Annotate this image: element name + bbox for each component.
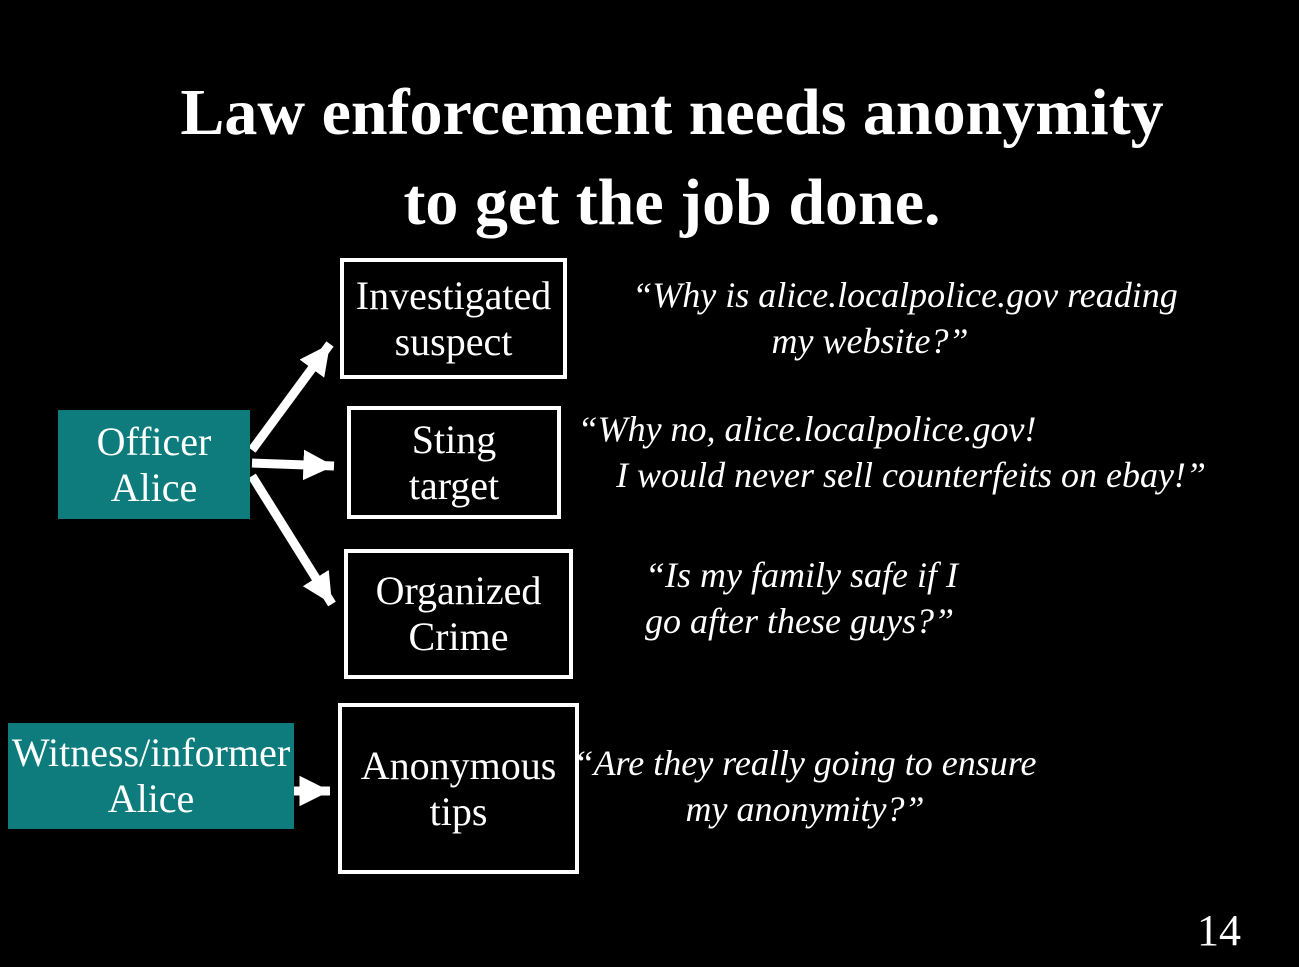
target-box-organized-crime: Organized Crime	[344, 549, 573, 679]
quote-line-1: “Why no, alice.localpolice.gov!	[577, 409, 1037, 449]
quote-line-2: my anonymity?”	[685, 789, 925, 829]
quote-line-2: I would never sell counterfeits on ebay!…	[616, 455, 1206, 495]
quote-line-1: “Why is alice.localpolice.gov reading	[632, 275, 1178, 315]
arrow-officer-to-organized-crime	[248, 473, 336, 607]
quote-sting-target: “Why no, alice.localpolice.gov! I would …	[561, 406, 1261, 498]
actor-label-line-2: Alice	[110, 464, 198, 510]
target-label-line-1: Organized	[375, 568, 542, 613]
target-label-line-1: Sting	[411, 416, 497, 462]
actor-label-line-2: Alice	[107, 776, 195, 821]
page-number: 14	[1197, 906, 1241, 955]
quote-line-2: go after these guys?”	[645, 601, 954, 641]
target-box-investigated-suspect: Investigated suspect	[340, 258, 567, 379]
title-line-1: Law enforcement needs anonymity	[180, 76, 1164, 149]
actor-label-line-1: Officer	[96, 418, 212, 464]
target-label-line-1: Anonymous	[360, 742, 557, 788]
quote-line-1: “Is my family safe if I	[645, 555, 958, 595]
actor-box-officer-alice: Officer Alice	[58, 410, 250, 519]
target-label-line-2: target	[408, 462, 500, 508]
quote-line-2: my website?”	[771, 321, 969, 361]
target-label-line-2: Crime	[408, 614, 509, 659]
quote-anonymous-tips: “Are they really going to ensure my anon…	[545, 740, 1065, 832]
arrow-officer-to-sting-target	[251, 449, 335, 481]
slide-title: Law enforcement needs anonymity to get t…	[45, 68, 1299, 248]
target-label-line-2: tips	[429, 788, 488, 834]
quote-investigated-suspect: “Why is alice.localpolice.gov reading my…	[555, 272, 1255, 364]
target-box-sting-target: Sting target	[347, 406, 561, 519]
quote-line-1: “Are they really going to ensure	[573, 743, 1037, 783]
quote-organized-crime: “Is my family safe if I go after these g…	[645, 552, 1065, 644]
actor-label-line-1: Witness/informer	[11, 730, 291, 775]
target-label-line-2: suspect	[394, 318, 513, 364]
arrow-officer-to-investigated-suspect	[248, 341, 334, 453]
actor-box-witness-informer-alice: Witness/informer Alice	[8, 723, 294, 829]
title-line-2: to get the job done.	[403, 166, 941, 239]
target-box-anonymous-tips: Anonymous tips	[338, 703, 579, 874]
target-label-line-1: Investigated	[355, 272, 552, 318]
